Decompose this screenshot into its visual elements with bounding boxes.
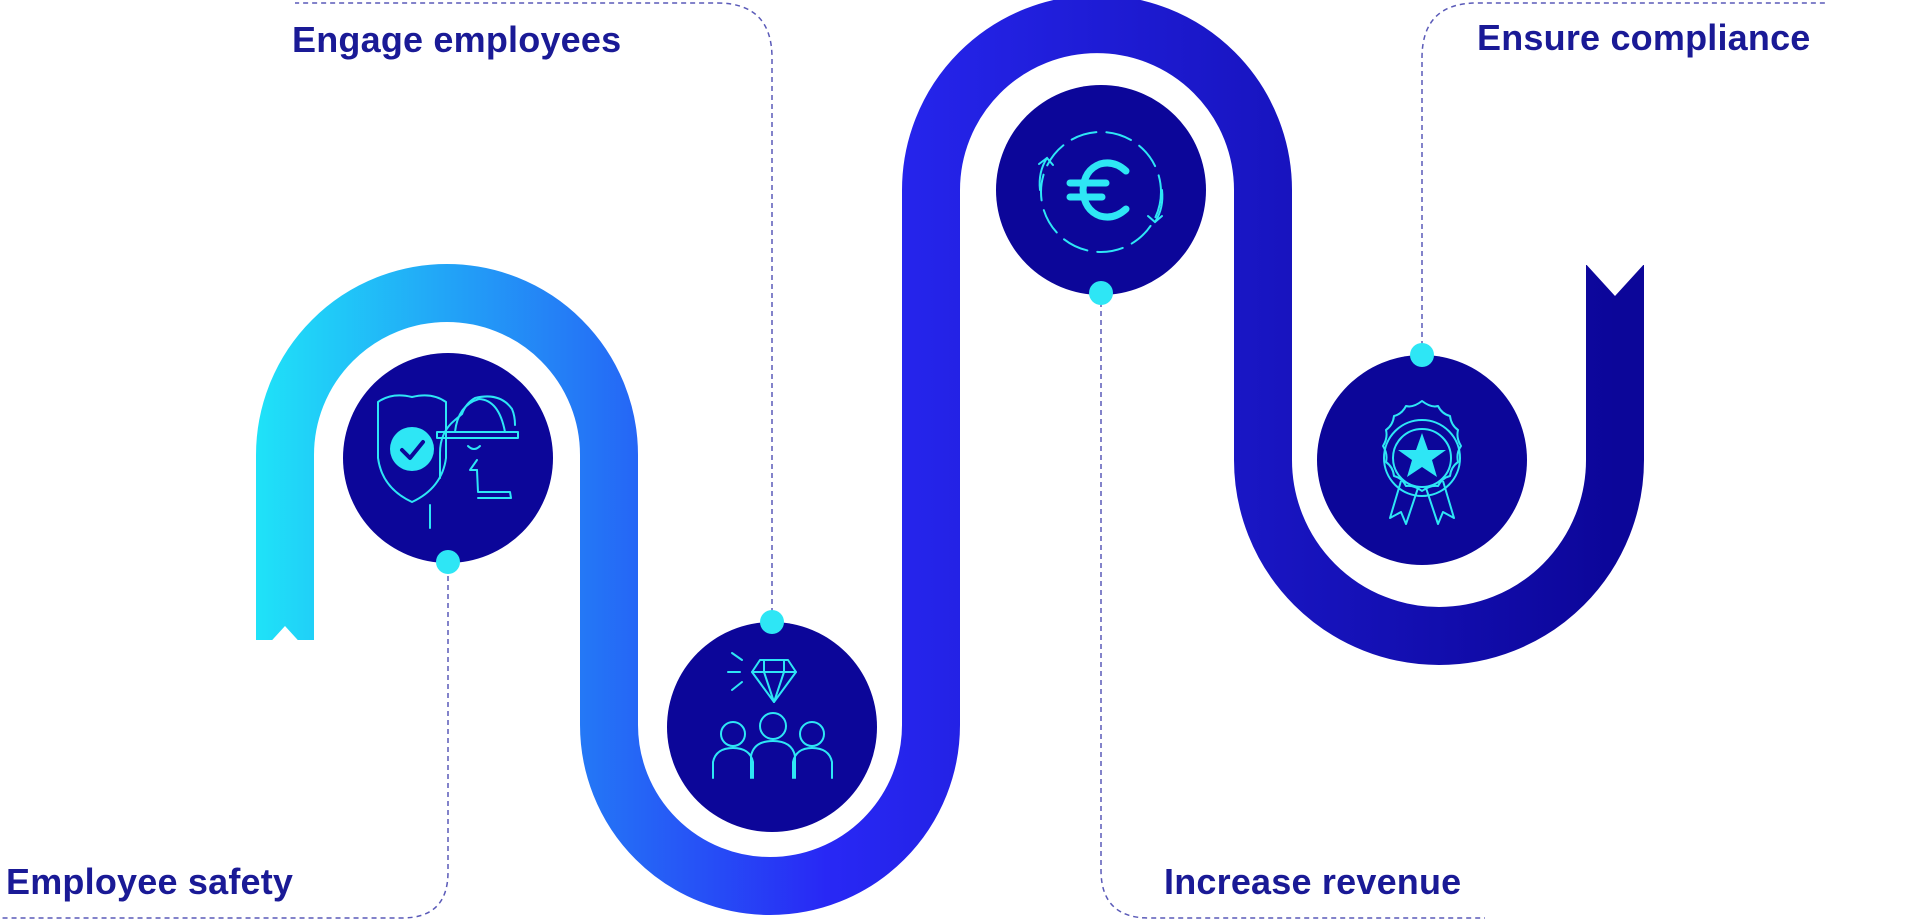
team-diamond-icon <box>712 652 833 779</box>
connector-ensure-compliance <box>1421 2 1825 355</box>
milestone-label-ensure-compliance: Ensure compliance <box>1477 17 1811 58</box>
milestone-label-increase-revenue: Increase revenue <box>1164 861 1462 902</box>
circle-employee-safety <box>343 353 553 563</box>
connector-dots <box>436 281 1434 634</box>
dot-engage-employees <box>760 610 784 634</box>
connector-engage-employees <box>295 2 773 622</box>
safety-worker-shield-icon <box>377 394 519 529</box>
euro-cycle-icon <box>1038 131 1164 253</box>
winding-road <box>256 0 1644 915</box>
road-start-notch <box>254 626 316 660</box>
circle-increase-revenue <box>996 85 1206 295</box>
dot-increase-revenue <box>1089 281 1113 305</box>
road-end-notch <box>1584 262 1646 296</box>
dot-employee-safety <box>436 550 460 574</box>
connector-lines <box>0 2 1825 919</box>
connector-employee-safety <box>0 567 449 919</box>
milestone-label-employee-safety: Employee safety <box>6 861 294 902</box>
dot-ensure-compliance <box>1410 343 1434 367</box>
milestone-label-engage-employees: Engage employees <box>292 19 622 60</box>
connector-increase-revenue <box>1100 293 1485 919</box>
award-badge-icon <box>1382 400 1462 525</box>
circle-engage-employees <box>667 622 877 832</box>
